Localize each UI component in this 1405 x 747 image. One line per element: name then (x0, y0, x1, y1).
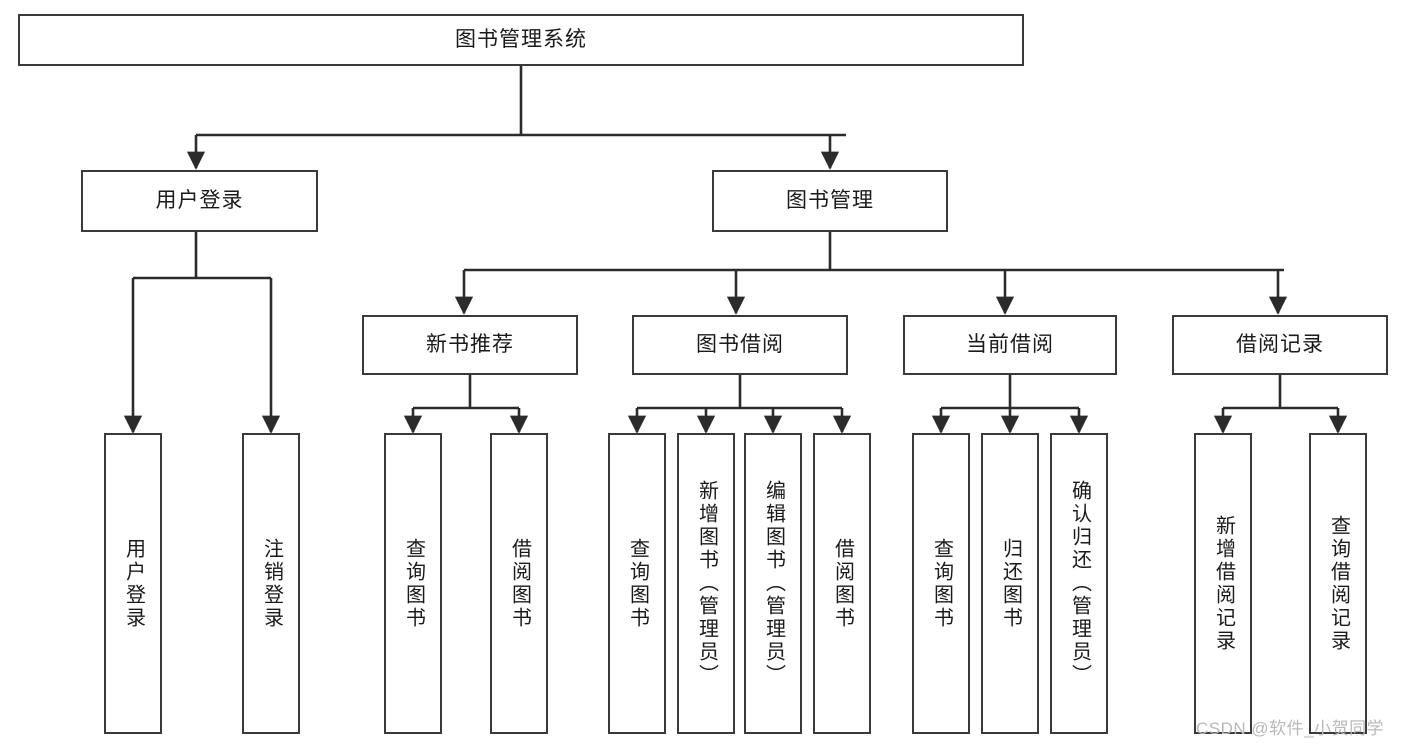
node-root-label: 图书管理系统 (455, 28, 587, 52)
node-new-book-recommend[interactable]: 新书推荐 (362, 315, 578, 375)
csdn-watermark: CSDN @软件_小贺同学 (1196, 719, 1385, 738)
node-current-borrow[interactable]: 当前借阅 (903, 315, 1117, 375)
node-leaf-query-book-new[interactable]: 查询图书 (384, 433, 442, 734)
node-leaf-query-book-new-label: 查询图书 (402, 537, 425, 630)
node-leaf-add-borrow-record-label: 新增借阅记录 (1212, 514, 1235, 653)
node-leaf-edit-book-admin[interactable]: 编辑图书（管理员） (744, 433, 802, 734)
node-leaf-user-login-label: 用户登录 (122, 537, 145, 630)
node-leaf-add-book-admin-label: 新增图书（管理员） (695, 480, 718, 687)
node-leaf-borrow-book-new[interactable]: 借阅图书 (490, 433, 548, 734)
node-leaf-borrow-book[interactable]: 借阅图书 (813, 433, 871, 734)
node-leaf-add-borrow-record[interactable]: 新增借阅记录 (1194, 433, 1252, 734)
node-leaf-query-book-borrow-label: 查询图书 (626, 537, 649, 630)
node-user-login[interactable]: 用户登录 (81, 170, 318, 232)
node-book-borrow-label: 图书借阅 (696, 333, 784, 357)
node-borrow-records-label: 借阅记录 (1236, 333, 1324, 357)
node-leaf-logout-label: 注销登录 (260, 537, 283, 630)
node-leaf-query-book-current[interactable]: 查询图书 (912, 433, 970, 734)
node-leaf-query-borrow-record-label: 查询借阅记录 (1327, 514, 1350, 653)
node-leaf-add-book-admin[interactable]: 新增图书（管理员） (677, 433, 735, 734)
node-leaf-edit-book-admin-label: 编辑图书（管理员） (762, 480, 785, 687)
node-leaf-return-book-label: 归还图书 (999, 537, 1022, 630)
node-book-management-label: 图书管理 (786, 189, 874, 213)
node-leaf-confirm-return-admin-label: 确认归还（管理员） (1068, 480, 1091, 687)
node-book-management[interactable]: 图书管理 (712, 170, 948, 232)
node-leaf-user-login[interactable]: 用户登录 (104, 433, 162, 734)
node-leaf-confirm-return-admin[interactable]: 确认归还（管理员） (1050, 433, 1108, 734)
node-leaf-query-book-current-label: 查询图书 (930, 537, 953, 630)
node-leaf-query-borrow-record[interactable]: 查询借阅记录 (1309, 433, 1367, 734)
node-user-login-label: 用户登录 (155, 189, 244, 213)
node-leaf-return-book[interactable]: 归还图书 (981, 433, 1039, 734)
node-current-borrow-label: 当前借阅 (966, 333, 1054, 357)
node-new-book-recommend-label: 新书推荐 (426, 333, 514, 357)
node-book-borrow[interactable]: 图书借阅 (632, 315, 848, 375)
node-borrow-records[interactable]: 借阅记录 (1172, 315, 1388, 375)
node-root[interactable]: 图书管理系统 (18, 14, 1024, 66)
node-leaf-logout[interactable]: 注销登录 (242, 433, 300, 734)
node-leaf-query-book-borrow[interactable]: 查询图书 (608, 433, 666, 734)
node-leaf-borrow-book-new-label: 借阅图书 (508, 537, 531, 630)
node-leaf-borrow-book-label: 借阅图书 (831, 537, 854, 630)
